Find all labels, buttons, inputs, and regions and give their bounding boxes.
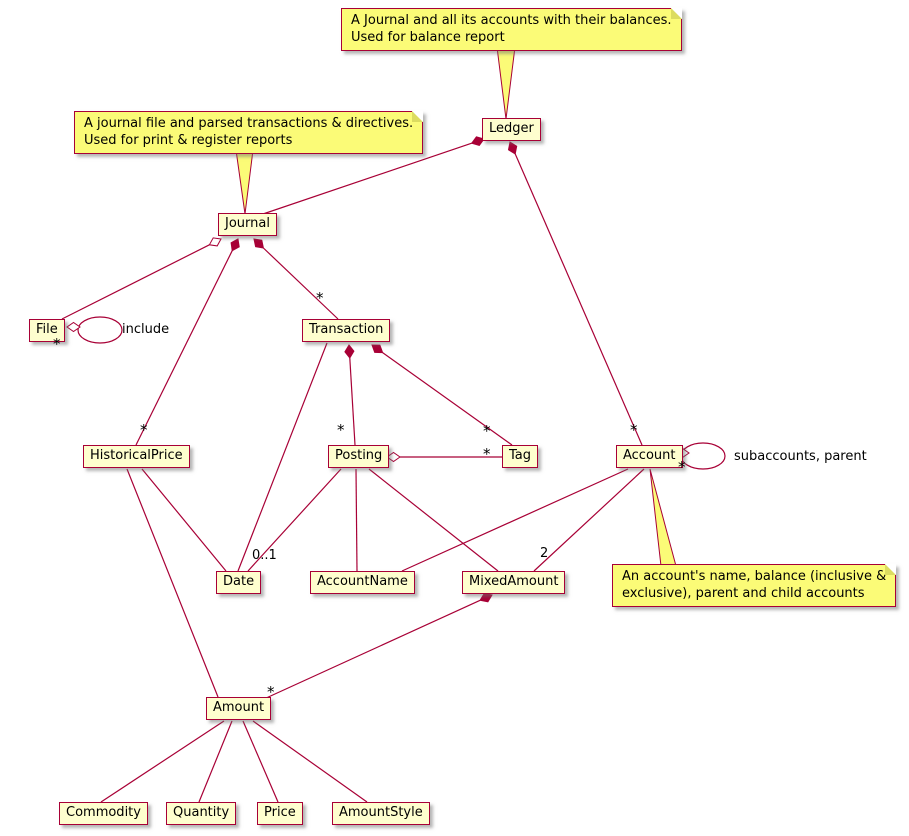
class-file: File xyxy=(29,319,65,342)
multiplicity-star-transaction-tag: * xyxy=(483,422,491,440)
class-mixedamount: MixedAmount xyxy=(462,571,566,594)
note-journal-line1: A journal file and parsed transactions &… xyxy=(84,116,414,131)
class-date: Date xyxy=(216,571,262,594)
class-transaction: Transaction xyxy=(302,319,391,342)
note-account-line1: An account's name, balance (inclusive & xyxy=(622,569,887,584)
class-amount: Amount xyxy=(206,697,272,720)
class-amountstyle: AmountStyle xyxy=(332,802,430,825)
edge-posting-accountname xyxy=(355,468,358,572)
class-ledger: Ledger xyxy=(482,118,541,141)
note-ledger-line2: Used for balance report xyxy=(351,30,505,45)
note-account-line2: exclusive), parent and child accounts xyxy=(622,586,865,601)
composition-diamond xyxy=(479,592,493,603)
note-ledger-line1: A Journal and all its accounts with thei… xyxy=(351,13,672,28)
aggregation-diamond xyxy=(208,237,222,247)
edge-amount-price xyxy=(242,720,279,803)
composition-diamond xyxy=(507,141,518,155)
posting-date-multiplicity: 0..1 xyxy=(252,548,277,563)
note-tail-account xyxy=(649,468,677,567)
class-accountname: AccountName xyxy=(310,571,415,594)
class-account: Account xyxy=(616,445,683,468)
note-ledger: A Journal and all its accounts with thei… xyxy=(341,8,682,51)
edge-mixedamount-amount xyxy=(263,599,481,700)
multiplicity-star-account-loop: * xyxy=(678,458,686,476)
multiplicity-star-ledger-account: * xyxy=(630,421,638,439)
edge-amount-commodity xyxy=(100,720,225,803)
account-mixedamount-multiplicity: 2 xyxy=(540,546,549,561)
account-self-loop xyxy=(680,442,726,470)
note-tail-ledger xyxy=(496,46,516,120)
class-commodity: Commodity xyxy=(59,802,148,825)
class-quantity: Quantity xyxy=(166,802,237,825)
multiplicity-star-journal-transaction: * xyxy=(316,289,324,307)
class-posting: Posting xyxy=(328,445,390,468)
composition-diamond xyxy=(371,344,384,354)
edge-posting-mixedamount xyxy=(368,468,499,572)
class-historicalprice: HistoricalPrice xyxy=(83,445,190,468)
edge-amount-amountstyle xyxy=(252,720,368,803)
file-self-loop xyxy=(77,316,123,344)
multiplicity-star-transaction-posting: * xyxy=(337,421,345,439)
multiplicity-star-file-loop: * xyxy=(53,335,61,353)
edge-journal-historicalprice xyxy=(135,250,233,446)
edge-historicalprice-amount xyxy=(126,468,219,698)
multiplicity-star-posting-tag: * xyxy=(483,445,491,463)
file-loop-label: include xyxy=(122,322,170,337)
edge-amount-quantity xyxy=(198,720,233,803)
edge-posting-date xyxy=(247,468,342,572)
edge-account-mixedamount xyxy=(533,468,645,572)
note-journal-line2: Used for print & register reports xyxy=(84,133,293,148)
composition-diamond xyxy=(470,136,485,146)
composition-diamond xyxy=(253,238,265,249)
composition-diamond xyxy=(230,238,240,252)
aggregation-diamond xyxy=(386,451,401,463)
edge-transaction-tag xyxy=(382,352,513,446)
multiplicity-star-mixedamount-amount: * xyxy=(267,683,275,701)
edge-transaction-date xyxy=(237,342,328,572)
composition-diamond xyxy=(344,344,355,359)
edge-ledger-account xyxy=(514,153,643,446)
edge-journal-transaction xyxy=(262,247,339,320)
note-account: An account's name, balance (inclusive & … xyxy=(612,564,897,607)
edge-ledger-journal xyxy=(262,142,472,215)
aggregation-diamond xyxy=(66,321,81,333)
edge-journal-file xyxy=(61,244,210,320)
class-journal: Journal xyxy=(218,213,277,236)
class-tag: Tag xyxy=(502,445,539,468)
multiplicity-star-journal-historicalprice: * xyxy=(140,421,148,439)
edge-transaction-posting xyxy=(349,357,356,446)
edge-historicalprice-date xyxy=(141,468,227,572)
class-price: Price xyxy=(257,802,303,825)
account-loop-label: subaccounts, parent xyxy=(734,449,867,464)
note-journal: A journal file and parsed transactions &… xyxy=(74,111,424,154)
edge-account-accountname xyxy=(401,468,629,572)
note-tail-journal xyxy=(235,149,254,215)
